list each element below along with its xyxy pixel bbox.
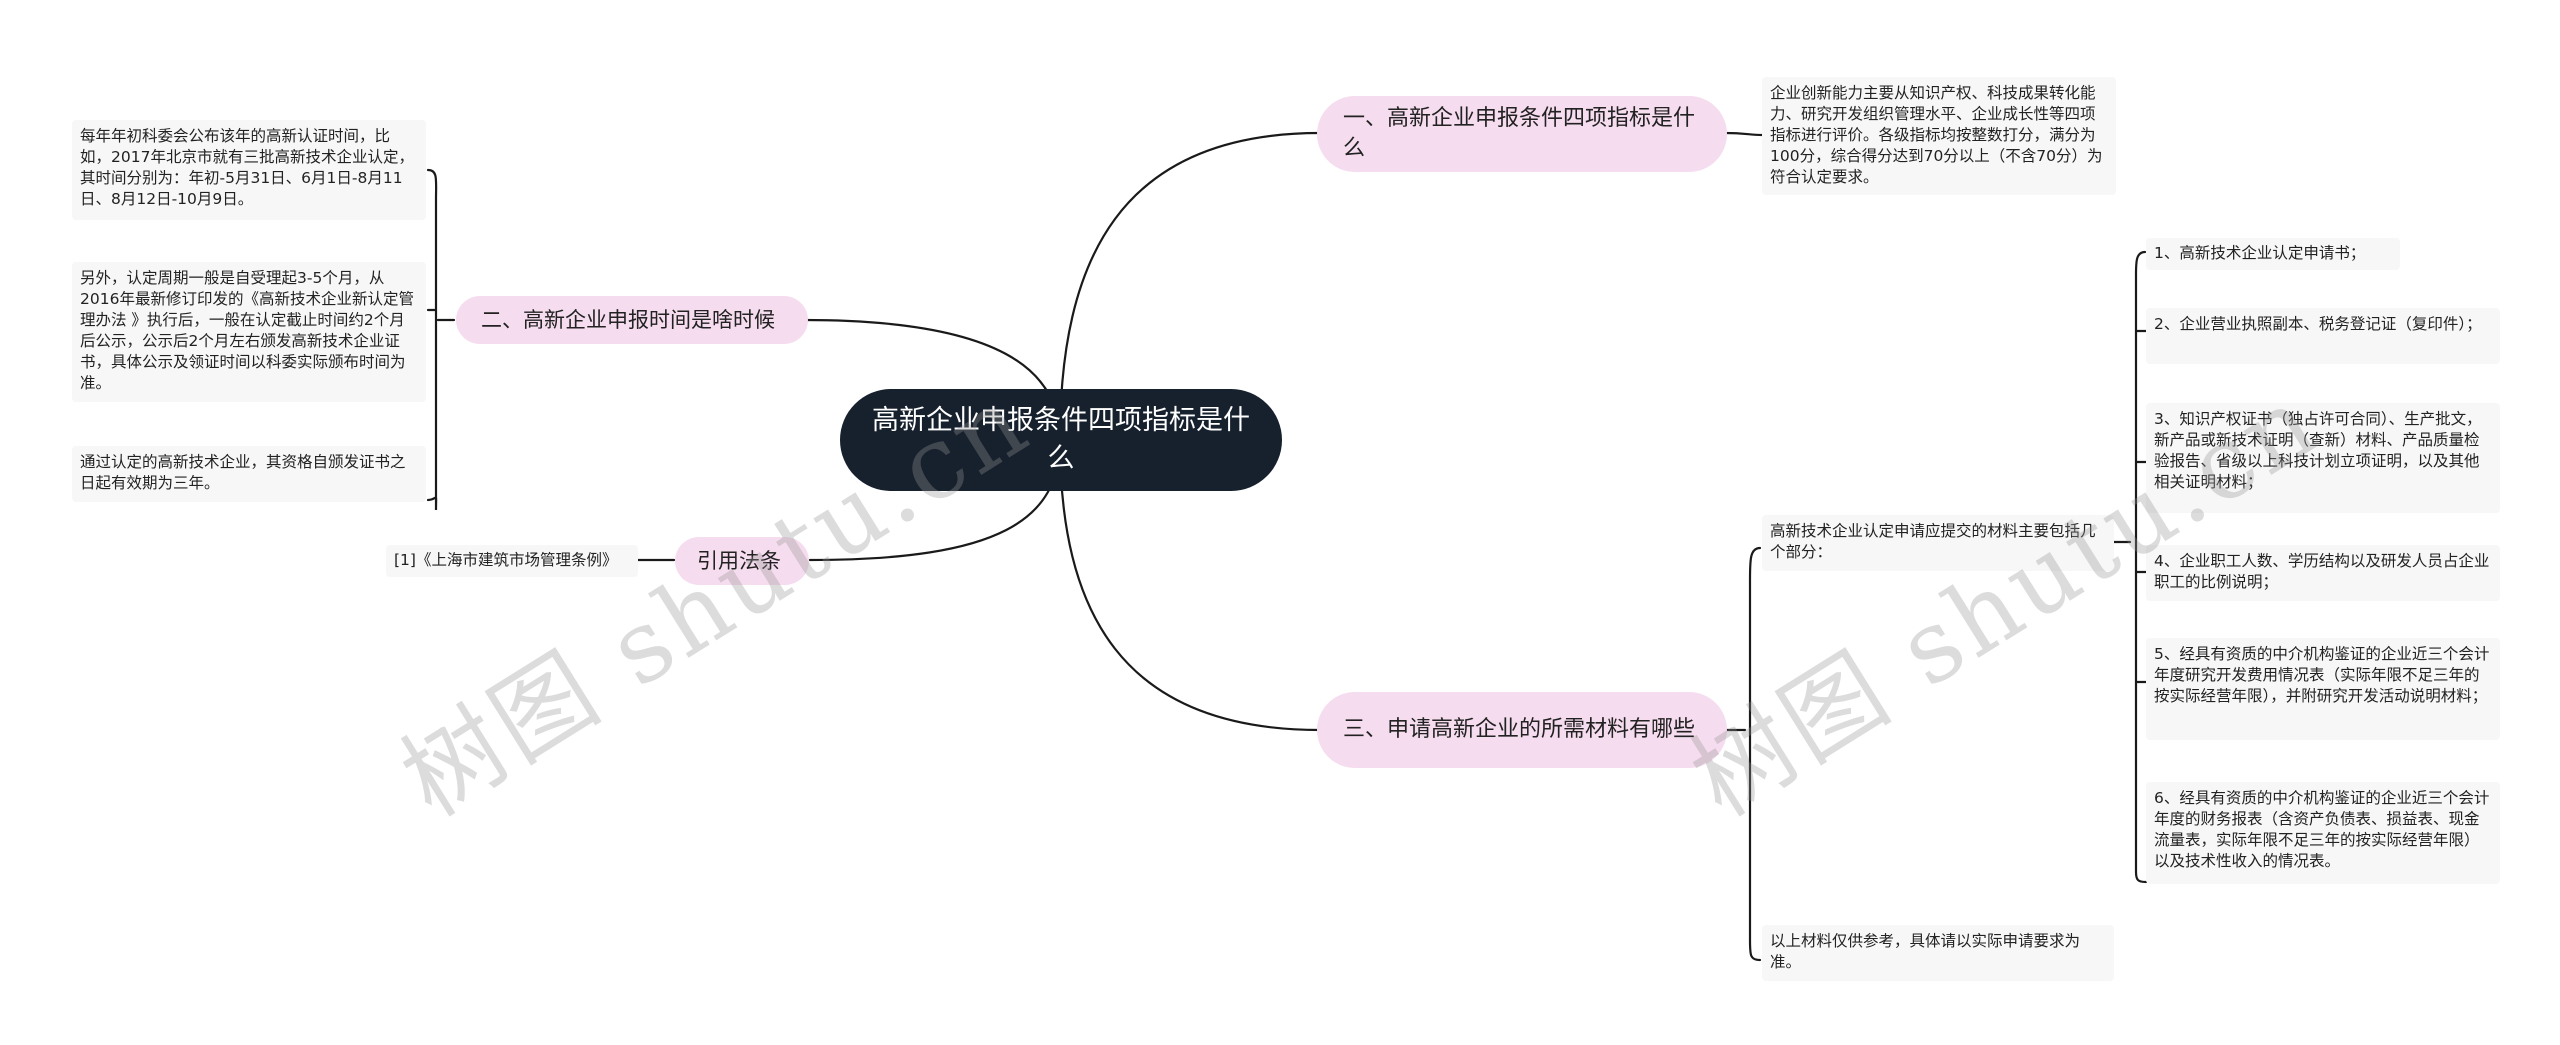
leaf-materials-note-text: 以上材料仅供参考，具体请以实际申请要求为准。 [1770, 932, 2081, 971]
branch-materials-label: 三、申请高新企业的所需材料有哪些 [1343, 717, 1696, 742]
root-node[interactable]: 高新企业申报条件四项指标是什么 [840, 389, 1282, 491]
material-item-1: 1、高新技术企业认定申请书； [2146, 238, 2400, 270]
link-root-b1 [1058, 131, 1322, 442]
branch-conditions[interactable]: 一、高新企业申报条件四项指标是什么 [1317, 96, 1727, 172]
leaf-timing-3-text: 通过认定的高新技术企业，其资格自颁发证书之日起有效期为三年。 [80, 453, 406, 492]
link-b2-leaves [426, 168, 456, 511]
material-item-2-text: 2、企业营业执照副本、税务登记证（复印件）； [2154, 315, 2482, 333]
leaf-timing-2: 另外，认定周期一般是自受理起3-5个月，从2016年最新修订印发的《高新技术企业… [72, 262, 426, 402]
material-item-5: 5、经具有资质的中介机构鉴证的企业近三个会计年度研究开发费用情况表（实际年限不足… [2146, 638, 2500, 740]
link-intro-items [2111, 250, 2148, 884]
material-item-1-text: 1、高新技术企业认定申请书； [2154, 244, 2366, 262]
leaf-citation-text: [1]《上海市建筑市场管理条例》 [394, 551, 618, 569]
leaf-timing-1: 每年年初科委会公布该年的高新认证时间，比如，2017年北京市就有三批高新技术企业… [72, 120, 426, 220]
leaf-timing-3: 通过认定的高新技术企业，其资格自颁发证书之日起有效期为三年。 [72, 446, 426, 502]
link-root-b3 [1058, 438, 1322, 732]
material-item-4-text: 4、企业职工人数、学历结构以及研发人员占企业职工的比例说明； [2154, 552, 2490, 591]
leaf-conditions-detail: 企业创新能力主要从知识产权、科技成果转化能力、研究开发组织管理水平、企业成长性等… [1762, 77, 2116, 195]
material-item-4: 4、企业职工人数、学历结构以及研发人员占企业职工的比例说明； [2146, 545, 2500, 601]
material-item-2: 2、企业营业执照副本、税务登记证（复印件）； [2146, 308, 2500, 364]
root-title: 高新企业申报条件四项指标是什么 [872, 405, 1250, 474]
branch-materials[interactable]: 三、申请高新企业的所需材料有哪些 [1317, 692, 1727, 768]
link-b1-leaf [1723, 131, 1764, 137]
link-b3-children [1723, 546, 1762, 962]
leaf-materials-intro: 高新技术企业认定申请应提交的材料主要包括几个部分： [1762, 515, 2114, 571]
leaf-timing-2-text: 另外，认定周期一般是自受理起3-5个月，从2016年最新修订印发的《高新技术企业… [80, 269, 414, 392]
branch-timing-label: 二、高新企业申报时间是啥时候 [481, 308, 775, 332]
leaf-timing-1-text: 每年年初科委会公布该年的高新认证时间，比如，2017年北京市就有三批高新技术企业… [80, 127, 414, 208]
leaf-conditions-text: 企业创新能力主要从知识产权、科技成果转化能力、研究开发组织管理水平、企业成长性等… [1770, 84, 2103, 186]
leaf-materials-note: 以上材料仅供参考，具体请以实际申请要求为准。 [1762, 925, 2114, 981]
material-item-5-text: 5、经具有资质的中介机构鉴证的企业近三个会计年度研究开发费用情况表（实际年限不足… [2154, 645, 2490, 705]
leaf-materials-intro-text: 高新技术企业认定申请应提交的材料主要包括几个部分： [1770, 522, 2096, 561]
leaf-citation: [1]《上海市建筑市场管理条例》 [386, 545, 638, 577]
material-item-6-text: 6、经具有资质的中介机构鉴证的企业近三个会计年度的财务报表（含资产负债表、损益表… [2154, 789, 2490, 870]
material-item-3: 3、知识产权证书（独占许可合同）、生产批文，新产品或新技术证明（查新）材料、产品… [2146, 403, 2500, 513]
branch-citations-label: 引用法条 [697, 549, 781, 573]
material-item-6: 6、经具有资质的中介机构鉴证的企业近三个会计年度的财务报表（含资产负债表、损益表… [2146, 782, 2500, 884]
branch-timing[interactable]: 二、高新企业申报时间是啥时候 [456, 296, 808, 344]
branch-conditions-label: 一、高新企业申报条件四项指标是什么 [1343, 106, 1696, 161]
material-item-3-text: 3、知识产权证书（独占许可合同）、生产批文，新产品或新技术证明（查新）材料、产品… [2154, 410, 2482, 491]
branch-citations[interactable]: 引用法条 [675, 537, 809, 585]
